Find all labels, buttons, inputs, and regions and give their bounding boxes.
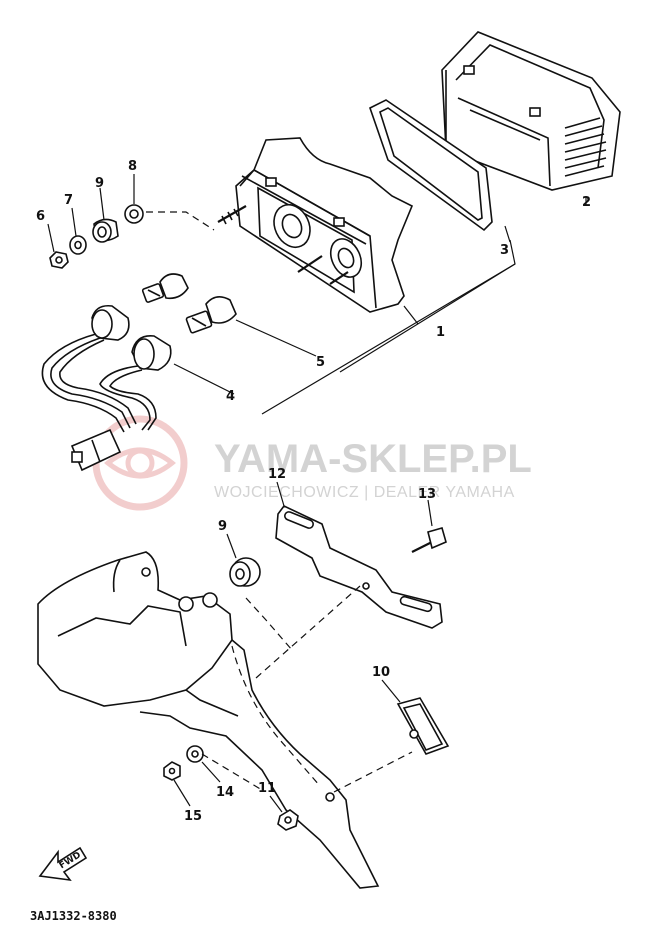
part-bolt[interactable] (411, 527, 447, 553)
callout-13: 13 (418, 487, 436, 502)
callout-10: 10 (372, 665, 390, 680)
callout-14: 14 (216, 785, 234, 800)
callout-labels: 1 2 3 4 5 6 7 8 9 9 10 11 12 13 14 15 (36, 159, 591, 824)
part-nut-small[interactable] (163, 761, 181, 781)
callout-1: 1 (436, 325, 445, 340)
callout-9-upper: 9 (95, 176, 104, 191)
callout-5: 5 (316, 355, 325, 370)
callout-15: 15 (184, 809, 202, 824)
part-nut-lower[interactable] (277, 809, 299, 831)
part-grommet-lower[interactable] (229, 557, 261, 587)
part-housing[interactable] (217, 137, 414, 313)
part-lens[interactable] (441, 31, 621, 191)
part-washer-upper[interactable] (69, 235, 87, 255)
rear-fender-assembly[interactable] (37, 551, 380, 889)
part-bulbs[interactable] (141, 273, 237, 334)
watermark-subtitle: WOJCIECHOWICZ | DEALER YAMAHA (214, 484, 515, 501)
bulb-upper[interactable] (141, 273, 189, 303)
part-washer-lower[interactable] (186, 745, 204, 763)
callout-4: 4 (226, 389, 235, 404)
callout-2: 2 (582, 195, 591, 210)
callout-8: 8 (128, 159, 137, 174)
part-nut-upper[interactable] (49, 251, 69, 269)
bulb-lower[interactable] (185, 296, 237, 334)
watermark: YAMA-SKLEP.PL WOJCIECHOWICZ | DEALER YAM… (92, 415, 532, 511)
part-grommet-upper[interactable] (92, 218, 119, 243)
callout-11: 11 (258, 781, 276, 796)
part-bracket[interactable] (275, 504, 443, 629)
part-gasket[interactable] (369, 99, 493, 232)
leader-lines (47, 174, 587, 813)
callout-6: 6 (36, 209, 45, 224)
callout-9-lower: 9 (218, 519, 227, 534)
part-socket-harness[interactable] (41, 304, 172, 472)
part-collar-upper[interactable] (124, 204, 144, 224)
callout-3: 3 (500, 243, 509, 258)
callout-12: 12 (268, 467, 286, 482)
forward-arrow-icon: FWD (38, 846, 88, 882)
diagram-code: 3AJ1332-8380 (30, 909, 117, 923)
watermark-title: YAMA-SKLEP.PL (214, 437, 532, 481)
callout-7: 7 (64, 193, 73, 208)
part-plate-holder[interactable] (396, 697, 450, 755)
